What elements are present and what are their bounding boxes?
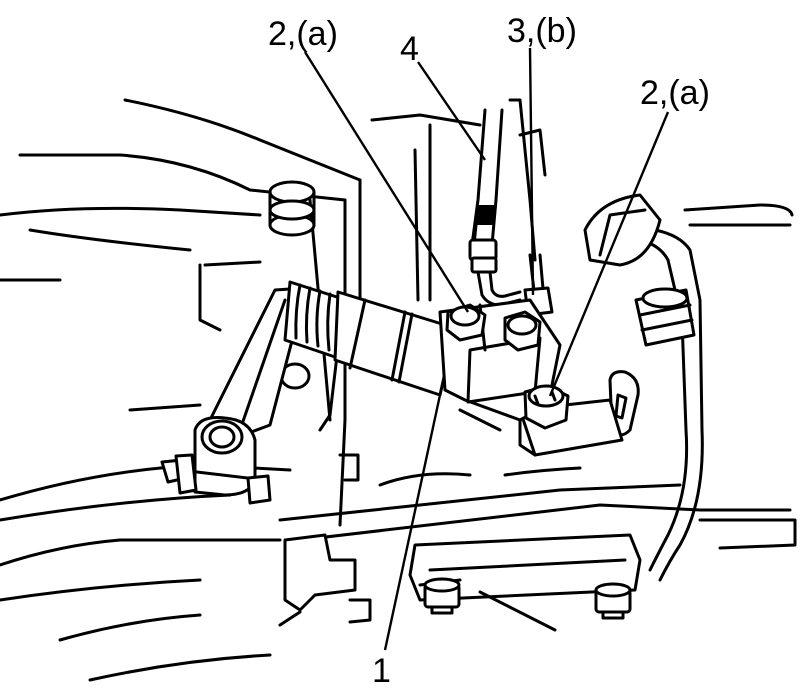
- leader-fluid-line: [417, 61, 486, 161]
- mounting-bolt-upper: [445, 303, 487, 342]
- callout-fluid-line: 4: [400, 30, 419, 68]
- leader-right-bolt: [548, 111, 670, 397]
- callout-mounting-bolt-upper: 2,(a): [268, 15, 338, 53]
- callout-fluid-line-fitting: 3,(b): [507, 12, 577, 50]
- callout-slave-cylinder: 1: [372, 652, 391, 690]
- lower-bracket: [278, 533, 642, 632]
- leader-fitting: [528, 47, 535, 296]
- leader-lines: [303, 47, 670, 651]
- right-hose-assembly: [518, 193, 794, 582]
- bleeder-bolt: [503, 310, 542, 352]
- release-fork: [160, 286, 307, 505]
- callout-mounting-bolt-right: 2,(a): [640, 74, 710, 112]
- bracket-bolt-left: [423, 577, 461, 615]
- fluid-line-pipes: [468, 98, 554, 317]
- bracket-bolt-right: [594, 582, 632, 620]
- leader-cylinder: [383, 394, 442, 651]
- leader-upper-bolt: [303, 51, 470, 313]
- mounting-bolt-right: [523, 384, 570, 430]
